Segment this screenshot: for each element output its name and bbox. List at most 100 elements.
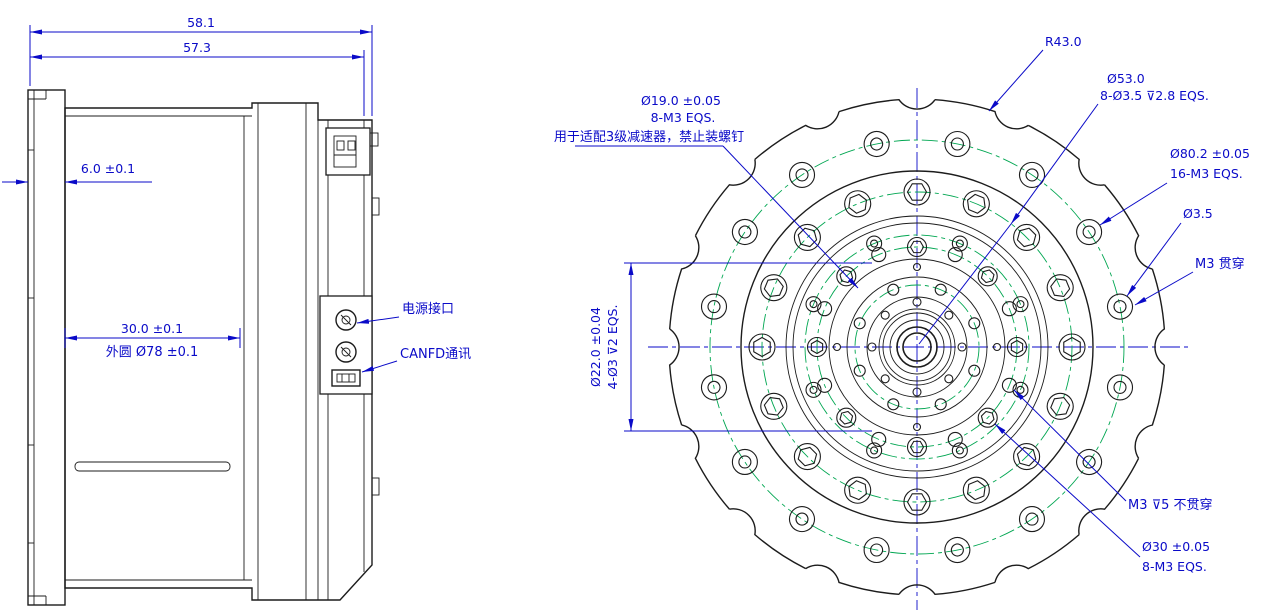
counterbore-hole: [802, 378, 825, 402]
scalloped-flange-contour: [669, 234, 700, 330]
tiny-hole: [912, 262, 922, 272]
top-connector-housing: [325, 127, 371, 176]
vent-slot: [74, 461, 231, 472]
dim-d22-line2: 4-Ø3 ⊽2 EQS.: [605, 305, 620, 390]
scalloped-flange-contour: [1134, 364, 1166, 459]
small-hole: [932, 395, 950, 413]
power-connector-2: [335, 341, 357, 363]
bolt-circle-207: [709, 139, 1125, 555]
scalloped-flange-contour: [934, 99, 1029, 130]
scalloped-flange-contour: [1016, 124, 1116, 189]
scalloped-flange-contour: [991, 513, 1080, 602]
dim-d19-line1: Ø19.0 ±0.05: [641, 93, 721, 108]
tiny-hole-45: [944, 310, 954, 320]
flange-face-geometry: [645, 75, 1189, 614]
groove-circle-inner: [792, 222, 1042, 472]
label-canfd-port: CANFD通讯: [361, 347, 471, 373]
outer-bolt-hole: [726, 443, 764, 481]
dim-flange-thickness: 6.0 ±0.1: [2, 161, 152, 185]
leader-line: [994, 423, 1141, 558]
power-connector: [335, 309, 357, 331]
scalloped-flange-contour: [645, 326, 710, 426]
dim-d53-line2: 8-Ø3.5 ⊽2.8 EQS.: [1100, 88, 1209, 103]
bolt-circle-100: [816, 246, 1018, 448]
leader-line: [1013, 389, 1127, 502]
boss-circle: [740, 170, 1094, 524]
dim-overall-width-text: 58.1: [187, 15, 215, 30]
hex-socket-screw: [840, 186, 876, 222]
power-connector-cross: [340, 314, 352, 326]
label-power-port: 电源接口: [356, 301, 454, 324]
scalloped-flange-contour: [805, 564, 900, 595]
top-connector-pin: [347, 140, 356, 151]
counterbore-hole: [951, 235, 968, 252]
dim-r43: R43.0: [988, 34, 1082, 112]
scalloped-flange-contour: [1083, 184, 1172, 273]
bolt-circle-112: [804, 234, 1030, 460]
dim-d22-line1: Ø22.0 ±0.04: [588, 307, 603, 387]
power-connector-pin: [341, 315, 351, 325]
leader-line: [1099, 182, 1168, 226]
bolt-circle-155: [761, 191, 1073, 503]
center-bore: [902, 332, 932, 362]
dim-m3-blind-text: M3 ⊽5 不贯穿: [1128, 497, 1213, 513]
dim-d30-line2: 8-M3 EQS.: [1142, 559, 1207, 574]
canfd-connector-inner: [336, 373, 356, 383]
hex-socket-screw: [903, 178, 931, 206]
dim-body-length-text: 30.0 ±0.1: [121, 321, 183, 336]
inner-circle: [846, 276, 988, 418]
side-view: 58.1 57.3 6.0 ±0.1 30.0 ±0.1 外圆 Ø78 ±0.1…: [2, 15, 471, 606]
leader-line: [722, 145, 859, 289]
dim-d53: Ø53.0 8-Ø3.5 ⊽2.8 EQS.: [918, 71, 1209, 345]
connector-panel: [319, 295, 373, 395]
scalloped-flange-contour: [754, 92, 843, 181]
tiny-hole-45: [880, 374, 890, 384]
tiny-hole-45: [944, 374, 954, 384]
clip-tab: [371, 197, 380, 216]
outer-bolt-hole: [700, 293, 728, 320]
front-view: R43.0 Ø53.0 8-Ø3.5 ⊽2.8 EQS. Ø19.0 ±0.05…: [554, 34, 1250, 614]
scalloped-flange-contour: [718, 505, 818, 570]
tiny-hole-45: [880, 310, 890, 320]
scalloped-flange-contour: [662, 421, 751, 510]
dim-d80-line1: Ø80.2 ±0.05: [1170, 146, 1250, 161]
outer-bolt-hole: [1103, 289, 1137, 324]
leader-line: [361, 360, 398, 373]
dim-inner-width: 57.3: [30, 40, 365, 116]
clip-tab: [371, 477, 380, 496]
scalloped-flange-contour: [1075, 446, 1140, 546]
canfd-port-label: CANFD通讯: [400, 347, 471, 362]
top-connector-inner: [333, 135, 357, 168]
dim-d30-line1: Ø30 ±0.05: [1142, 539, 1210, 554]
dim-d35-text: Ø3.5: [1183, 206, 1213, 221]
dim-d35: Ø3.5: [1126, 206, 1213, 297]
dim-overall-width: 58.1: [29, 15, 373, 116]
hub-circle: [866, 296, 968, 398]
center-bore-outer: [896, 326, 938, 368]
dim-flange-thickness-text: 6.0 ±0.1: [81, 161, 135, 176]
leader-line: [1134, 271, 1194, 306]
dim-outer-diameter-text: 外圆 Ø78 ±0.1: [106, 345, 199, 360]
hex-socket-screw: [1042, 270, 1078, 306]
small-hole: [934, 283, 947, 296]
dim-d19: Ø19.0 ±0.05 8-M3 EQS. 用于适配3级减速器，禁止装螺钉: [554, 93, 859, 289]
dim-inner-width-text: 57.3: [183, 40, 211, 55]
inner-plain-hole: [947, 247, 963, 263]
dim-d19-note: 用于适配3级减速器，禁止装螺钉: [554, 130, 744, 145]
outer-bolt-hole: [785, 502, 819, 536]
dim-d30: Ø30 ±0.05 8-M3 EQS.: [994, 423, 1210, 574]
top-connector-pin: [336, 140, 345, 151]
dim-d80-line2: 16-M3 EQS.: [1170, 166, 1243, 181]
dim-m3-through-text: M3 贯穿: [1195, 256, 1245, 272]
groove-circle-outer: [785, 215, 1049, 479]
scalloped-flange-contour: [838, 75, 938, 140]
leader-line: [988, 49, 1044, 112]
hub-circle: [889, 319, 945, 375]
tiny-hole-45: [910, 295, 924, 309]
leader-line: [1010, 103, 1099, 225]
dim-d53-line1: Ø53.0: [1107, 71, 1145, 86]
hub-circle: [878, 308, 956, 386]
dim-m3-through: M3 贯穿: [1134, 256, 1245, 306]
